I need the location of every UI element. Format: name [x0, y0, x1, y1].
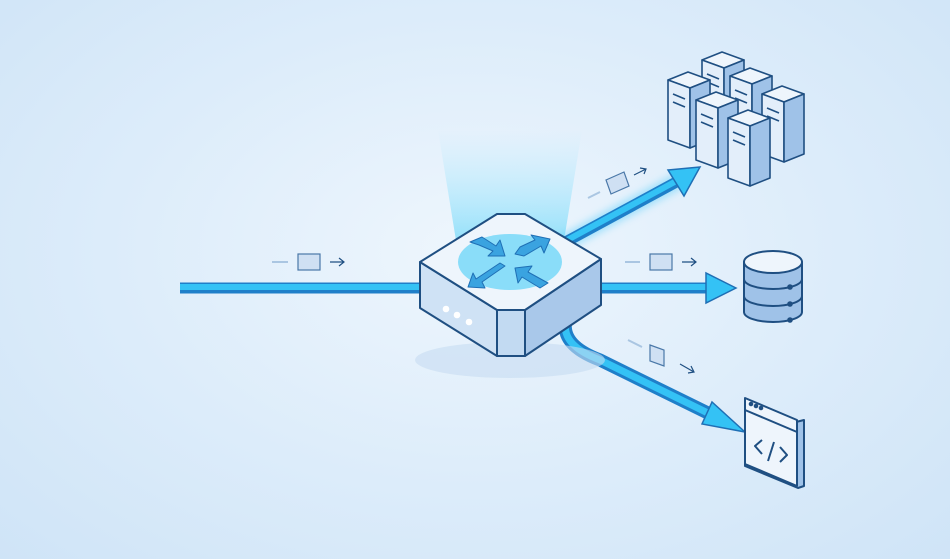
status-leds [442, 305, 473, 326]
router-arrows-icon [467, 234, 551, 289]
browser-code-icon [744, 397, 805, 489]
packet-icon [272, 253, 345, 271]
packet-icon [587, 167, 647, 199]
incoming-beam [180, 279, 425, 297]
packet-icon [627, 339, 695, 374]
server-rack-icon [667, 51, 805, 187]
arrow-to-browser [558, 318, 748, 434]
arrow-to-database [598, 271, 738, 305]
packet-icon [625, 253, 697, 271]
database-icon [743, 250, 803, 323]
router-device [415, 213, 605, 378]
arrow-to-servers [556, 166, 702, 253]
